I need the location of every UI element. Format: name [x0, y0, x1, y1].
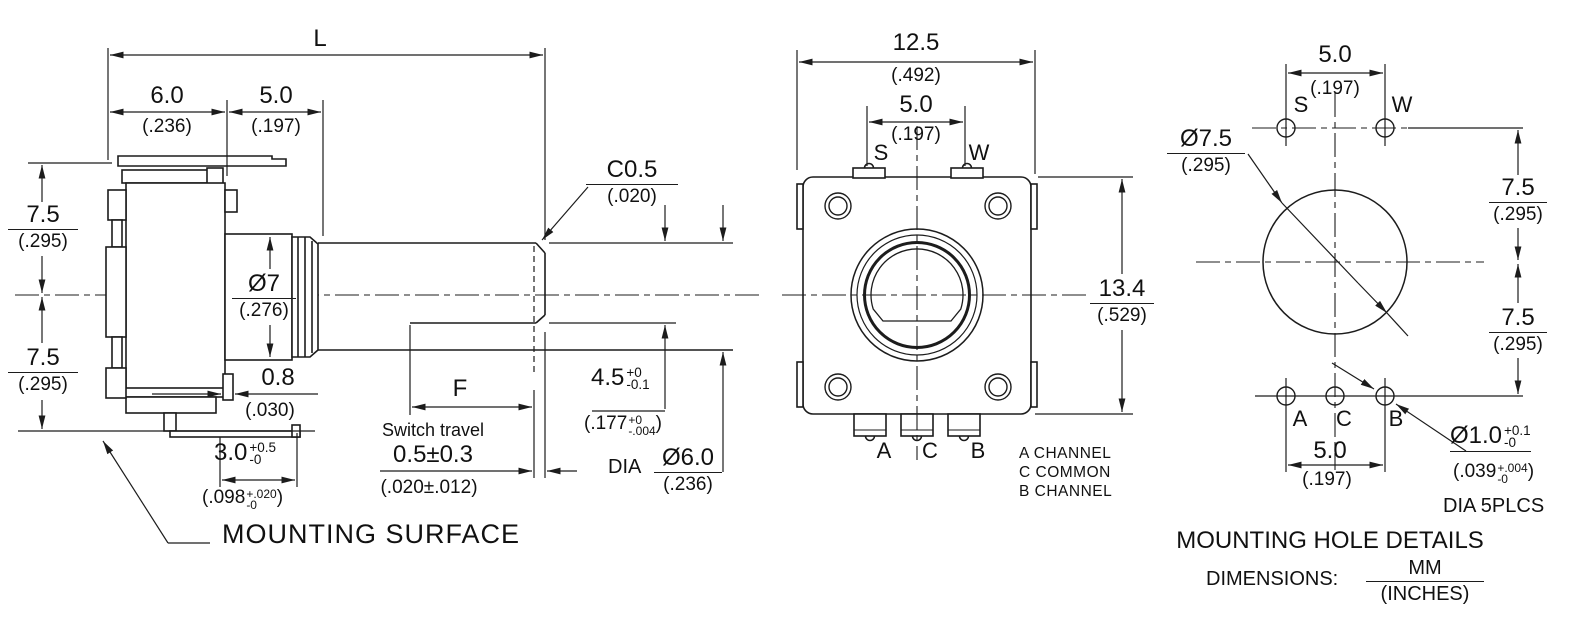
dim-pin-width-in: (.030) — [245, 400, 295, 421]
legend-a-channel: A CHANNEL — [1019, 445, 1112, 462]
dim-pin-width-mm: 0.8 — [261, 364, 295, 391]
dim-terminal-span-in: (.197) — [891, 124, 941, 145]
dim-standoff-in: (.098 +.020 -0 ) — [202, 487, 284, 512]
dim-chamfer: C0.5 (.020) — [586, 157, 678, 207]
legend-b-channel: B CHANNEL — [1019, 483, 1113, 500]
hole-c-label: C — [1336, 406, 1352, 431]
dim-standoff-mm: 3.0 +0.5 -0 — [214, 439, 277, 467]
d-flat-shaft-face — [870, 248, 964, 322]
shaft-outline — [318, 242, 733, 372]
dim-boss-dia: Ø7 (.276) — [232, 271, 296, 321]
side-terminals — [105, 189, 127, 399]
dim-flat-mm: 4.5 +0 -0.1 — [591, 364, 650, 392]
hole-w-label: W — [1391, 92, 1413, 117]
terminal-s-tab — [852, 167, 886, 179]
dim-height-lower: 7.5 (.295) — [8, 345, 78, 395]
dim-pin-hole-mm: Ø1.0 +0.1 -0 — [1450, 422, 1531, 452]
encoder-body-side — [125, 182, 226, 391]
terminal-s-label: S — [873, 140, 889, 165]
dim-switch-travel-in: (.020±.012) — [380, 477, 478, 498]
dia-5plcs-label: DIA 5PLCS — [1443, 495, 1545, 517]
terminal-a-tab — [853, 413, 887, 437]
side-view-dimensions — [18, 48, 733, 544]
terminal-w-tab — [950, 167, 984, 179]
dim-sw-span-mm: 5.0 — [1318, 41, 1352, 68]
bushing — [224, 233, 293, 361]
shaft-hole-leader — [1247, 153, 1283, 204]
dim-width-in: (.492) — [891, 65, 941, 86]
dim-upper-offset: 7.5 (.295) — [1489, 175, 1547, 225]
dim-shaft-hole: Ø7.5 (.295) — [1167, 126, 1245, 176]
corner-rivet-holes — [824, 192, 1012, 401]
units-fraction: MM (INCHES) — [1366, 558, 1484, 605]
dim-pin-hole-in: (.039 +.004 -0 ) — [1453, 461, 1535, 486]
terminal-b-tab — [947, 413, 981, 437]
dim-flat-length-label: F — [452, 375, 468, 402]
pin-hole-leader — [1331, 362, 1375, 390]
switch-travel-caption: Switch travel — [381, 420, 485, 440]
dim-lower-offset: 7.5 (.295) — [1489, 305, 1547, 355]
top-bracket-plate — [117, 155, 287, 167]
mounting-view-dimensions — [1196, 64, 1523, 472]
terminal-c-label: C — [922, 438, 938, 463]
dim-bushing-length-mm: 5.0 — [259, 82, 293, 109]
legend-c-common: C COMMON — [1019, 464, 1111, 481]
dim-body-depth-in: (.236) — [142, 116, 192, 137]
dim-terminal-span-mm: 5.0 — [899, 91, 933, 118]
terminal-b-label: B — [970, 438, 986, 463]
mounting-view-title: MOUNTING HOLE DETAILS — [1176, 527, 1484, 554]
hole-b-label: B — [1388, 406, 1404, 431]
mounting-surface-leader — [102, 440, 169, 544]
dim-bushing-length-in: (.197) — [251, 116, 301, 137]
dim-flat-in: (.177 +0 -.004 ) — [584, 413, 662, 438]
dia-prefix-label: DIA — [608, 456, 642, 478]
dim-sw-span-in: (.197) — [1310, 78, 1360, 99]
mounting-surface-label: MOUNTING SURFACE — [222, 519, 521, 549]
dim-overall-length-label: L — [313, 25, 327, 52]
terminal-a-label: A — [876, 438, 892, 463]
dim-height-upper: 7.5 (.295) — [8, 202, 78, 252]
mounting-foot — [169, 430, 301, 438]
front-view-dimensions — [782, 50, 1133, 460]
dim-shaft-dia: Ø6.0 (.236) — [654, 445, 722, 495]
dim-acb-span-mm: 5.0 — [1313, 437, 1347, 464]
dimensions-caption: DIMENSIONS: — [1206, 568, 1339, 590]
terminal-w-label: W — [968, 140, 990, 165]
dim-switch-travel-mm: 0.5±0.3 — [393, 441, 473, 468]
dim-height: 13.4 (.529) — [1090, 276, 1154, 326]
dim-width-mm: 12.5 — [892, 29, 940, 56]
hole-a-label: A — [1292, 406, 1308, 431]
measured-pin — [222, 373, 234, 401]
dim-body-depth-mm: 6.0 — [150, 82, 184, 109]
dim-acb-span-in: (.197) — [1302, 469, 1352, 490]
hole-s-label: S — [1293, 92, 1309, 117]
